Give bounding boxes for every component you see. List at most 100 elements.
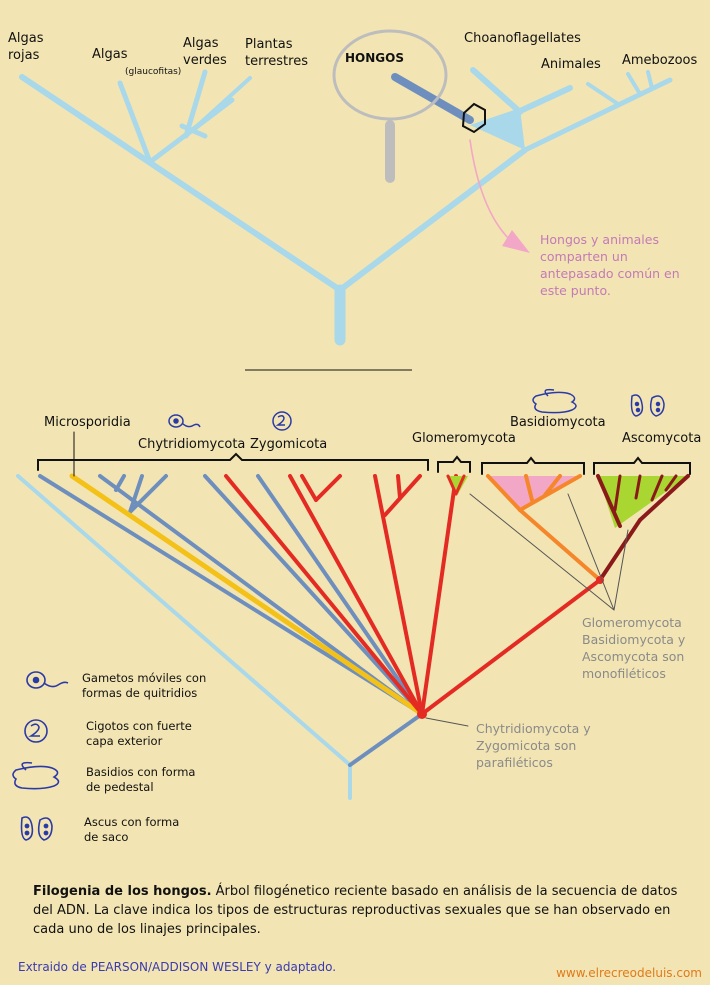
label-animals: Animales bbox=[541, 57, 601, 72]
lineage-red-3 bbox=[373, 474, 424, 716]
legend-icon-gamete bbox=[26, 671, 69, 689]
label-basidiomycota: Basidiomycota bbox=[510, 415, 606, 430]
lineage-blue-2b bbox=[128, 474, 168, 514]
lineage-blue-3 bbox=[203, 474, 424, 716]
legend-icon-basidium bbox=[12, 761, 60, 790]
branch-stub bbox=[179, 123, 208, 139]
bottom-tree bbox=[16, 431, 691, 800]
basidiomycota-clade bbox=[486, 476, 580, 512]
lineage-blue-2 bbox=[98, 474, 424, 716]
icon-ascus-top bbox=[630, 394, 665, 417]
asco-a bbox=[596, 474, 622, 528]
ancestor-arrow bbox=[469, 139, 511, 241]
lineage-glomeromycota bbox=[420, 474, 458, 716]
label-glaucophytes: Algas bbox=[92, 47, 128, 62]
source-credit: Extraido de PEARSON/ADDISON WESLEY y ada… bbox=[18, 960, 337, 974]
caption-title: Filogenia de los hongos. bbox=[33, 884, 212, 899]
bracket-glomero bbox=[437, 455, 471, 473]
legend-text-gamete: Gametos móviles con formas de quitridios bbox=[82, 671, 207, 700]
label-zygomicota: Zygomicota bbox=[250, 437, 328, 452]
branch-glaucophytes bbox=[117, 80, 153, 165]
lineage-red-2 bbox=[288, 474, 424, 716]
caption-body: Árbol filogénetico reciente basado en an… bbox=[33, 884, 678, 937]
branch-animals bbox=[502, 85, 573, 121]
pointer-para bbox=[425, 717, 469, 727]
branch-fungi bbox=[391, 73, 474, 124]
label-chytridiomycota: Chytridiomycota bbox=[138, 437, 246, 452]
branch-amoebozoa-c bbox=[646, 70, 654, 90]
monophyletic-note: Glomeromycota Basidiomycota y Ascomycota… bbox=[582, 615, 686, 681]
lineage-blue-1 bbox=[38, 474, 424, 716]
bracket-chytrid-zygo bbox=[37, 452, 429, 471]
basidio-stem bbox=[518, 508, 602, 582]
label-glaucophytes-sub: (glaucofitas) bbox=[125, 67, 182, 77]
lineage-red-2a bbox=[300, 474, 318, 502]
lineage-red-3b bbox=[396, 474, 402, 500]
bracket-basidio bbox=[481, 456, 585, 475]
legend-icon-zygote bbox=[24, 719, 48, 743]
lineage-dikarya bbox=[420, 578, 602, 716]
label-fungi: HONGOS bbox=[345, 51, 404, 65]
legend-text-zygote: Cigotos con fuerte capa exterior bbox=[86, 719, 192, 748]
lineage-blue-2c bbox=[114, 474, 126, 492]
flagellated-gamete-icon bbox=[168, 414, 184, 428]
basidio-b bbox=[518, 474, 582, 512]
ascus-icon bbox=[630, 394, 644, 417]
common-ancestor-marker bbox=[461, 102, 486, 134]
asco-c bbox=[613, 474, 622, 512]
label-red-algae: Algas rojas bbox=[8, 31, 44, 63]
asco-f bbox=[664, 474, 678, 492]
bracket-asco bbox=[593, 456, 691, 475]
lineage-blue-4 bbox=[256, 474, 424, 716]
pointer-mono-3 bbox=[613, 529, 629, 611]
icon-chytrid-top bbox=[168, 414, 201, 428]
label-land-plants: Plantas terrestres bbox=[245, 37, 308, 69]
lineage-red-1 bbox=[224, 474, 424, 716]
pointer-mono-1 bbox=[469, 493, 615, 611]
label-choanoflagellates: Choanoflagellates bbox=[464, 31, 581, 46]
branch-amoebozoa bbox=[522, 77, 673, 153]
magnifier-lens bbox=[332, 29, 448, 121]
asco-b bbox=[638, 474, 690, 522]
label-amoebozoa: Amebozoos bbox=[622, 53, 698, 68]
plants-branch bbox=[19, 74, 343, 293]
paraphyletic-note: Chytridiomycota y Zygomicota son parafil… bbox=[476, 721, 591, 770]
ancestor-note: Hongos y animales comparten un antepasad… bbox=[540, 232, 680, 298]
icon-zygote-top bbox=[272, 411, 292, 431]
fungi-node bbox=[417, 709, 427, 719]
lineage-microsporidia bbox=[69, 473, 425, 717]
branch-choanoflagellates bbox=[470, 67, 523, 115]
ancestor-arrow-head bbox=[502, 230, 530, 253]
branch-green-algae-b bbox=[183, 69, 208, 139]
label-glomeromycota: Glomeromycota bbox=[412, 431, 516, 446]
basidio-d bbox=[543, 474, 562, 497]
label-ascomycota: Ascomycota bbox=[622, 431, 702, 446]
asco-d bbox=[634, 474, 642, 500]
asco-e bbox=[650, 474, 664, 502]
glomero-tip-b bbox=[454, 474, 466, 496]
basidio-c bbox=[524, 474, 534, 502]
basidium-icon bbox=[532, 391, 577, 414]
basidio-a bbox=[486, 474, 522, 512]
legend-icon-ascus bbox=[20, 816, 53, 841]
pointer-mono-2 bbox=[567, 493, 615, 611]
legend-text-ascus: Ascus con forma de saco bbox=[84, 815, 180, 844]
fungi-stem bbox=[348, 712, 424, 767]
website-link[interactable]: www.elrecreodeluis.com bbox=[556, 966, 702, 980]
asco-stem bbox=[598, 518, 642, 582]
label-green-algae: Algas verdes bbox=[183, 36, 227, 68]
dikarya-node bbox=[596, 576, 604, 584]
label-microsporidia: Microsporidia bbox=[44, 415, 131, 430]
branch-land-plants bbox=[184, 76, 252, 138]
opisthokont-branch bbox=[337, 147, 528, 293]
glomero-tip-a bbox=[446, 474, 458, 496]
outgroup-branch bbox=[16, 474, 352, 767]
icon-basidium-top bbox=[532, 388, 577, 414]
top-tree bbox=[19, 29, 673, 346]
lineage-red-2b bbox=[314, 474, 342, 502]
lineage-red-3a bbox=[383, 474, 422, 517]
branch-amoebozoa-b bbox=[626, 72, 642, 96]
legend-text-basidium: Basidios con forma de pedestal bbox=[86, 765, 196, 794]
zygote-icon bbox=[272, 411, 292, 431]
